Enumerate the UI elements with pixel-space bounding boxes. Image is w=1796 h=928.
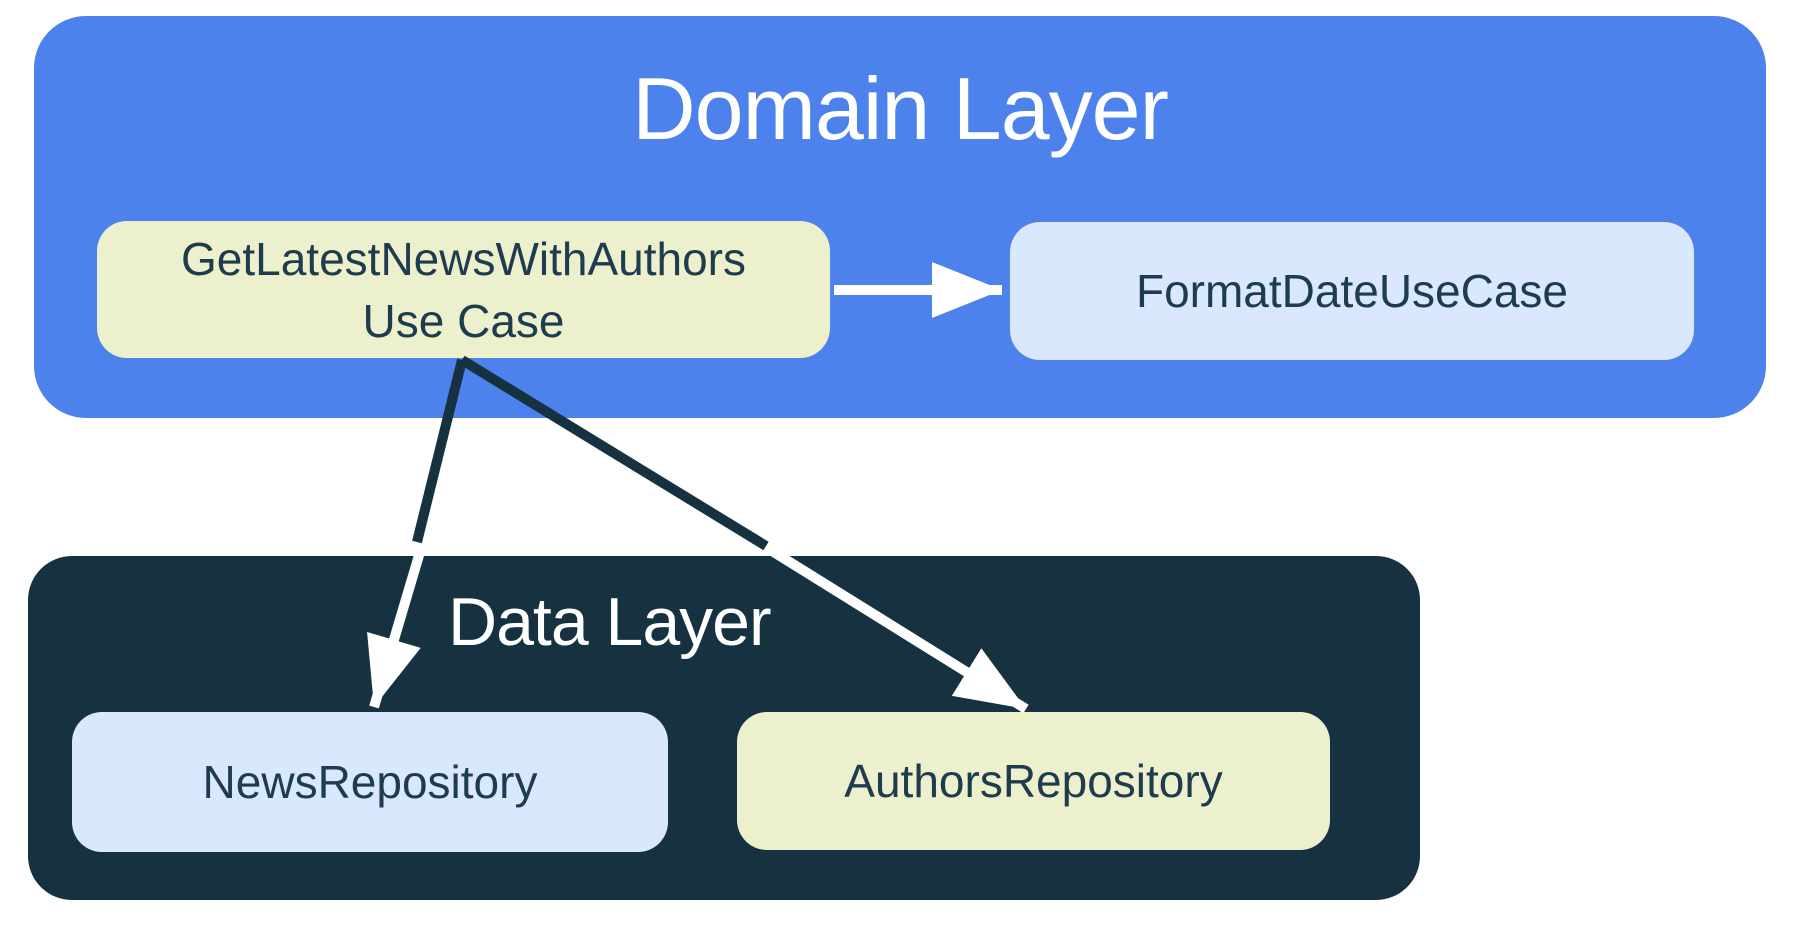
formatdate-box: FormatDateUseCase — [1010, 222, 1694, 360]
authors-repository-box: AuthorsRepository — [737, 712, 1330, 850]
formatdate-box-label: FormatDateUseCase — [1135, 265, 1569, 317]
arrow-usecase-to-authorsrepository-dark-segment — [459, 355, 769, 551]
news-repository-label: NewsRepository — [202, 756, 538, 808]
usecase-box-label-line1: GetLatestNewsWithAuthors — [180, 232, 746, 285]
arrow-usecase-to-newsrepository — [367, 550, 425, 709]
data-layer-title: Data Layer — [448, 584, 772, 660]
arrow-usecase-to-authorsrepository — [769, 546, 1029, 714]
usecase-box: GetLatestNewsWithAuthors Use Case — [97, 221, 830, 358]
news-repository-box: NewsRepository — [72, 712, 668, 852]
arrow-usecase-to-newsrepository-dark-segment — [412, 358, 467, 544]
authors-repository-label: AuthorsRepository — [844, 755, 1223, 807]
usecase-box-label-line2: Use Case — [362, 294, 565, 347]
domain-layer-title: Domain Layer — [632, 59, 1169, 158]
